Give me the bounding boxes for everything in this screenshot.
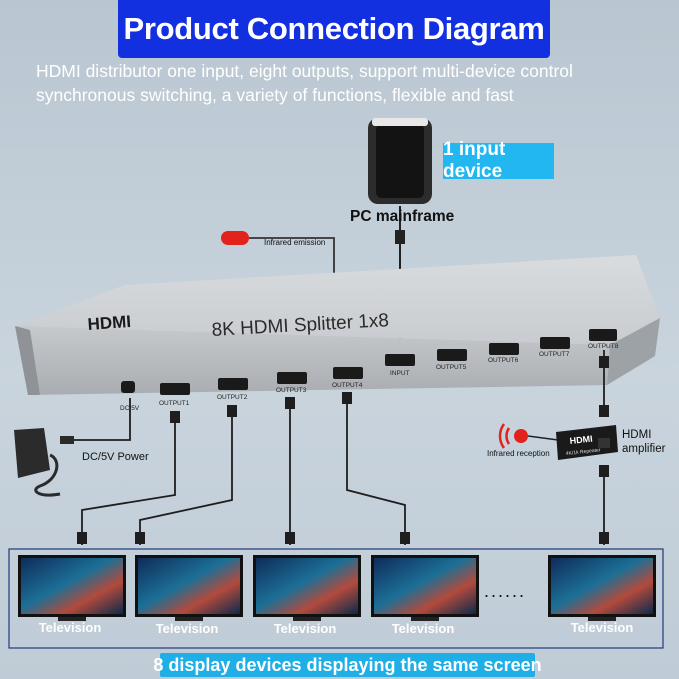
pc-mainframe-icon — [368, 118, 432, 204]
port-input — [385, 354, 415, 366]
amplifier-label: HDMI amplifier — [622, 428, 665, 456]
amplifier-model-text: 4K/1k Repeater — [566, 447, 602, 457]
port-label-output4: OUTPUT4 — [332, 382, 363, 389]
ir-emission-label: Infrared emission — [264, 238, 326, 247]
tv-label-5: Television — [570, 620, 634, 635]
dc-power-label: DC/5V Power — [82, 451, 149, 463]
input-device-tag: 1 input device — [443, 139, 554, 182]
port-label-output7: OUTPUT7 — [539, 351, 570, 358]
television-icons — [18, 555, 656, 621]
tv-icon — [18, 555, 126, 621]
pc-mainframe-label: PC mainframe — [350, 208, 455, 225]
page-title: Product Connection Diagram — [123, 11, 545, 46]
ir-reception-label: Infrared reception — [487, 449, 550, 458]
port-label-output1: OUTPUT1 — [159, 400, 190, 407]
hdmi-amplifier-device — [556, 425, 618, 460]
port-label-output5: OUTPUT5 — [436, 364, 467, 371]
subtitle-line-2: synchronous switching, a variety of func… — [36, 85, 514, 105]
port-output4 — [333, 367, 363, 379]
dc-port — [121, 381, 135, 393]
tv-label-2: Television — [155, 621, 219, 636]
ir-emitter-icon — [221, 231, 335, 285]
input-device-label: 1 input device — [443, 139, 506, 182]
port-output2 — [218, 378, 248, 390]
hdmi-plug-icon — [395, 230, 405, 244]
title-banner: Product Connection Diagram — [118, 0, 550, 58]
tv-label-4: Television — [391, 621, 455, 636]
amplifier-label-line1: HDMI — [622, 429, 652, 441]
amplifier-brand-logo: HDMI — [569, 434, 593, 446]
output-cables — [70, 350, 605, 545]
splitter-brand-logo: HDMI — [87, 312, 132, 334]
port-output5 — [437, 349, 467, 361]
port-output6 — [489, 343, 519, 355]
tv-icon — [548, 555, 656, 621]
port-label-output3: OUTPUT3 — [276, 387, 307, 394]
tv-icon — [135, 555, 243, 621]
ir-receiver-icon — [498, 423, 559, 449]
amplifier-label-line2: amplifier — [622, 443, 666, 455]
port-output7 — [540, 337, 570, 349]
port-output8 — [589, 329, 617, 341]
tv-label-1: Television — [38, 620, 102, 635]
tv-icon — [253, 555, 361, 621]
splitter-ports — [121, 329, 617, 395]
port-label-output8: OUTPUT8 — [588, 343, 619, 350]
power-adapter-icon — [14, 428, 74, 497]
tv-icon — [371, 555, 479, 621]
port-output1 — [160, 383, 190, 395]
port-label-output6: OUTPUT6 — [488, 357, 519, 364]
subtitle-line-1: HDMI distributor one input, eight output… — [36, 61, 573, 81]
footer-banner: 8 display devices displaying the same sc… — [153, 653, 542, 677]
port-label-output2: OUTPUT2 — [217, 394, 248, 401]
tv-row-frame — [8, 548, 664, 649]
ellipsis: ...... — [484, 581, 527, 601]
port-label-input: INPUT — [390, 370, 410, 377]
port-output3 — [277, 372, 307, 384]
tv-label-3: Television — [273, 621, 337, 636]
cable-plugs — [77, 356, 609, 544]
footer-text: 8 display devices displaying the same sc… — [153, 654, 542, 675]
splitter-device — [15, 255, 660, 395]
